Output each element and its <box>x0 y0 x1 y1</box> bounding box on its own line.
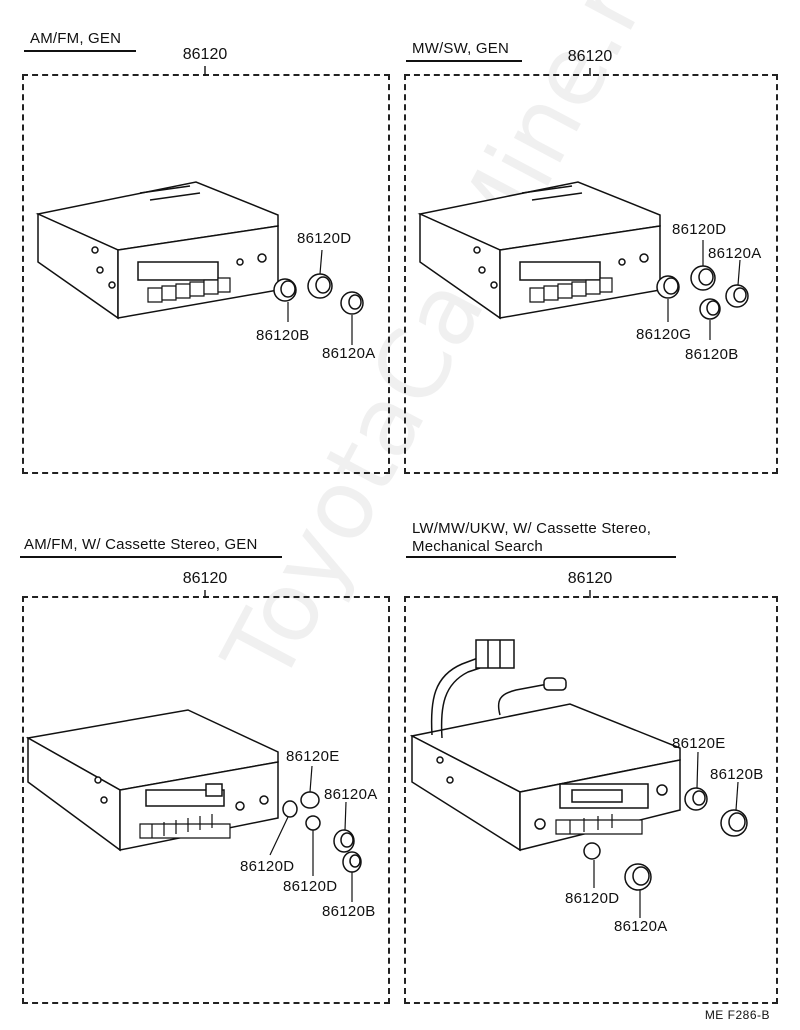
panel-3-knobs <box>283 792 361 872</box>
panel-2-callout: 86120B <box>685 346 739 363</box>
panel-4-heading-underline <box>406 556 676 558</box>
panel-3-radio-unit <box>28 710 278 850</box>
panel-1-heading-line: AM/FM, GEN <box>30 30 122 47</box>
figure-code: ME F286-B <box>704 1008 770 1022</box>
panel-4-callout: 86120D <box>565 890 620 907</box>
panel-2-callout: 86120D <box>672 221 727 238</box>
panel-2-knobs <box>657 266 748 319</box>
panel-4-knobs <box>584 788 747 890</box>
panel-4-callout: 86120B <box>710 766 764 783</box>
panel-1-frame <box>22 74 390 474</box>
panel-3-callout: 86120D <box>283 878 338 895</box>
panel-2-callout: 86120A <box>708 245 762 262</box>
panel-1-radio-unit <box>38 182 278 318</box>
panel-4-callout: 86120E <box>672 735 726 752</box>
panel-4-heading: LW/MW/UKW, W/ Cassette Stereo, Mechanica… <box>412 520 651 556</box>
panel-3-callout: 86120A <box>324 786 378 803</box>
panel-2-frame <box>404 74 778 474</box>
panel-4-assembly-part: 86120 <box>567 570 613 587</box>
panel-2-callout: 86120G <box>636 326 692 343</box>
panel-4-callout: 86120A <box>614 918 668 935</box>
panel-1-knobs <box>274 274 363 314</box>
panel-2-heading: MW/SW, GEN <box>412 40 509 58</box>
panel-1-callout: 86120A <box>322 345 376 362</box>
panel-3-assembly-part: 86120 <box>182 570 228 587</box>
panel-1-assembly-part: 86120 <box>182 46 228 63</box>
panel-2-heading-underline <box>406 60 522 62</box>
panel-3-callout: 86120E <box>286 748 340 765</box>
panel-4-wiring-harness <box>432 640 566 738</box>
panel-2-radio-unit <box>420 182 660 318</box>
panel-3-heading-underline <box>20 556 282 558</box>
panel-3-callout: 86120D <box>240 858 295 875</box>
panel-3-frame <box>22 596 390 1004</box>
panel-1-heading: AM/FM, GEN <box>30 30 121 48</box>
panel-2-assembly-part: 86120 <box>567 48 613 65</box>
panel-4-heading-line-2: Mechanical Search <box>412 538 543 555</box>
panel-1-callout: 86120B <box>256 327 310 344</box>
panel-3-callout: 86120B <box>322 903 376 920</box>
panel-1-heading-underline <box>24 50 136 52</box>
panel-3-heading-line: AM/FM, W/ Cassette Stereo, GEN <box>24 536 258 553</box>
panel-1-callout: 86120D <box>297 230 352 247</box>
panel-4-frame <box>404 596 778 1004</box>
panel-2-heading-line: MW/SW, GEN <box>412 40 509 57</box>
panel-4-radio-unit <box>412 704 680 850</box>
panel-3-heading: AM/FM, W/ Cassette Stereo, GEN <box>24 536 258 554</box>
panel-4-heading-line-1: LW/MW/UKW, W/ Cassette Stereo, <box>412 520 652 537</box>
